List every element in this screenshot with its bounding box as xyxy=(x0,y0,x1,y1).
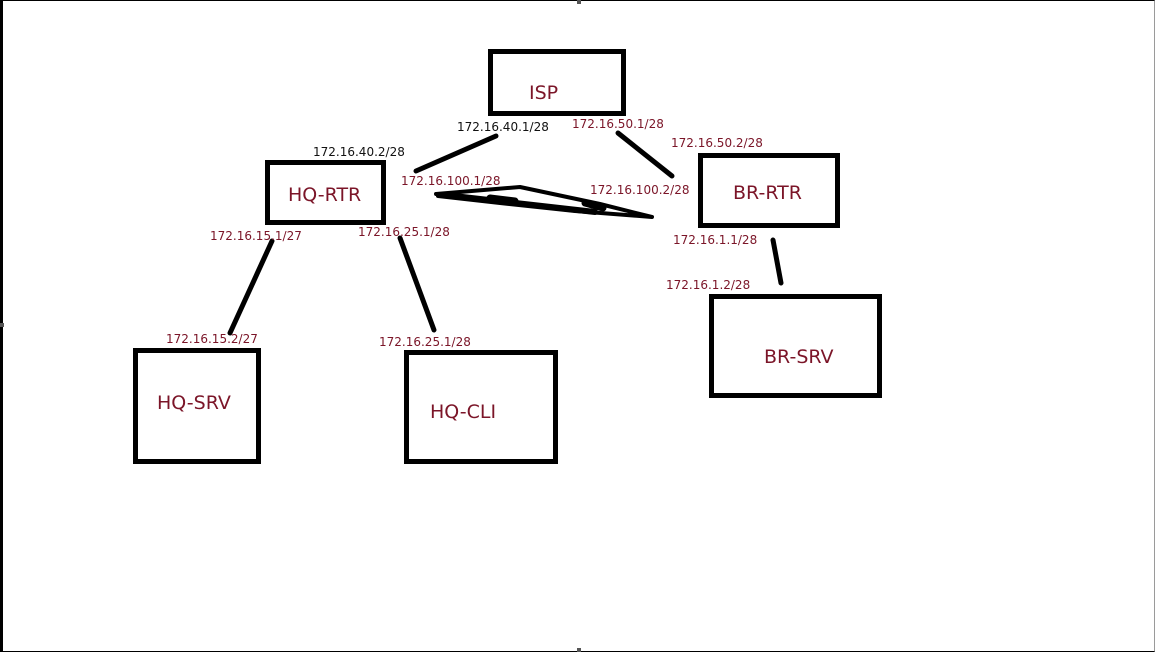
ip-label-isp-hq: 172.16.40.1/28 xyxy=(457,120,549,134)
ip-label-hq-isp: 172.16.40.2/28 xyxy=(313,145,405,159)
link-hq-rtr-hq-cli xyxy=(397,235,437,333)
hq-srv-label: HQ-SRV xyxy=(157,392,231,414)
link-isp-br-rtr xyxy=(615,130,675,179)
link-br-rtr-br-srv xyxy=(770,237,784,286)
ip-label-br-tunnel: 172.16.100.2/28 xyxy=(590,183,690,197)
br-srv-label: BR-SRV xyxy=(764,346,834,368)
tunnel-link-hq-br xyxy=(434,185,654,219)
resize-handle-top[interactable] xyxy=(577,0,581,4)
isp-node[interactable]: ISP xyxy=(488,49,626,116)
isp-label: ISP xyxy=(529,82,559,104)
ip-label-br-srv: 172.16.1.2/28 xyxy=(666,278,751,292)
br-srv-node[interactable]: BR-SRV xyxy=(709,294,882,398)
hq-rtr-label: HQ-RTR xyxy=(288,184,362,206)
ip-label-hq-tunnel: 172.16.100.1/28 xyxy=(401,174,501,188)
ip-label-hq-rtr-cli: 172.16.25.1/28 xyxy=(358,225,450,239)
ip-label-hq-cli: 172.16.25.1/28 xyxy=(379,335,471,349)
link-hq-rtr-hq-srv xyxy=(227,238,275,336)
br-rtr-node[interactable]: BR-RTR xyxy=(698,153,840,228)
br-rtr-label: BR-RTR xyxy=(733,182,802,204)
resize-handle-bottom[interactable] xyxy=(577,648,581,652)
hq-srv-node[interactable]: HQ-SRV xyxy=(133,348,261,464)
link-isp-hq-rtr xyxy=(413,133,499,174)
resize-handle-left[interactable] xyxy=(0,323,4,327)
ip-label-br-rtr-srv: 172.16.1.1/28 xyxy=(673,233,758,247)
ip-label-br-isp: 172.16.50.2/28 xyxy=(671,136,763,150)
hq-cli-node[interactable]: HQ-CLI xyxy=(404,350,558,464)
hq-rtr-node[interactable]: HQ-RTR xyxy=(265,160,386,225)
ip-label-hq-rtr-srv: 172.16.15.1/27 xyxy=(210,229,302,243)
ip-label-hq-srv: 172.16.15.2/27 xyxy=(166,332,258,346)
hq-cli-label: HQ-CLI xyxy=(430,401,497,423)
ip-label-isp-br: 172.16.50.1/28 xyxy=(572,117,664,131)
